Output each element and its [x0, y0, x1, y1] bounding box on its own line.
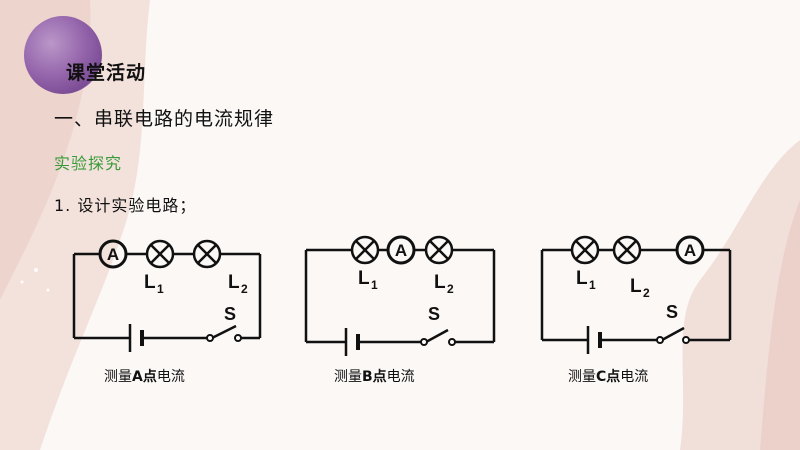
circuit-diagram-a: A L 1 L 2 S — [72, 239, 262, 352]
lamp1-label: L — [144, 272, 156, 293]
slide-title: 课堂活动 — [66, 62, 147, 84]
lamp2-label: L — [228, 272, 240, 293]
ammeter-label: A — [107, 245, 119, 264]
sub-heading: 实验探究 — [54, 154, 123, 173]
lamp1-subscript: 1 — [589, 278, 596, 292]
ammeter-label: A — [395, 241, 407, 260]
circuit-diagram-b: A L 1 L 2 S — [304, 235, 496, 356]
ammeter-label: A — [684, 241, 696, 260]
lamp2-label: L — [630, 276, 642, 297]
lamp1-subscript: 1 — [157, 282, 164, 296]
lamp1-label: L — [358, 268, 370, 289]
lamp1-subscript: 1 — [371, 278, 378, 292]
caption-prefix: 测量 — [104, 369, 132, 385]
caption-point: B点 — [362, 369, 387, 385]
caption-circuit-b: 测量B点电流 — [334, 366, 415, 386]
lamp2-label: L — [434, 272, 446, 293]
section-heading: 一、串联电路的电流规律 — [54, 108, 275, 130]
switch-label: S — [428, 304, 440, 324]
caption-suffix: 电流 — [386, 369, 415, 385]
decorative-purple-circle — [24, 16, 102, 94]
caption-suffix: 电流 — [156, 369, 185, 385]
step-text: 1. 设计实验电路； — [54, 196, 197, 215]
lamp2-subscript: 2 — [643, 286, 650, 300]
caption-prefix: 测量 — [334, 369, 362, 385]
caption-suffix: 电流 — [620, 369, 649, 385]
caption-circuit-a: 测量A点电流 — [104, 366, 185, 386]
switch-label: S — [666, 302, 678, 322]
lamp2-subscript: 2 — [241, 282, 248, 296]
caption-point: A点 — [132, 369, 157, 385]
lamp2-subscript: 2 — [447, 282, 454, 296]
circuit-diagram-c: A L 1 L 2 S — [540, 235, 732, 354]
caption-point: C点 — [596, 369, 621, 385]
lamp1-label: L — [576, 268, 588, 289]
switch-label: S — [224, 304, 236, 324]
caption-prefix: 测量 — [568, 369, 596, 385]
caption-circuit-c: 测量C点电流 — [568, 366, 648, 386]
